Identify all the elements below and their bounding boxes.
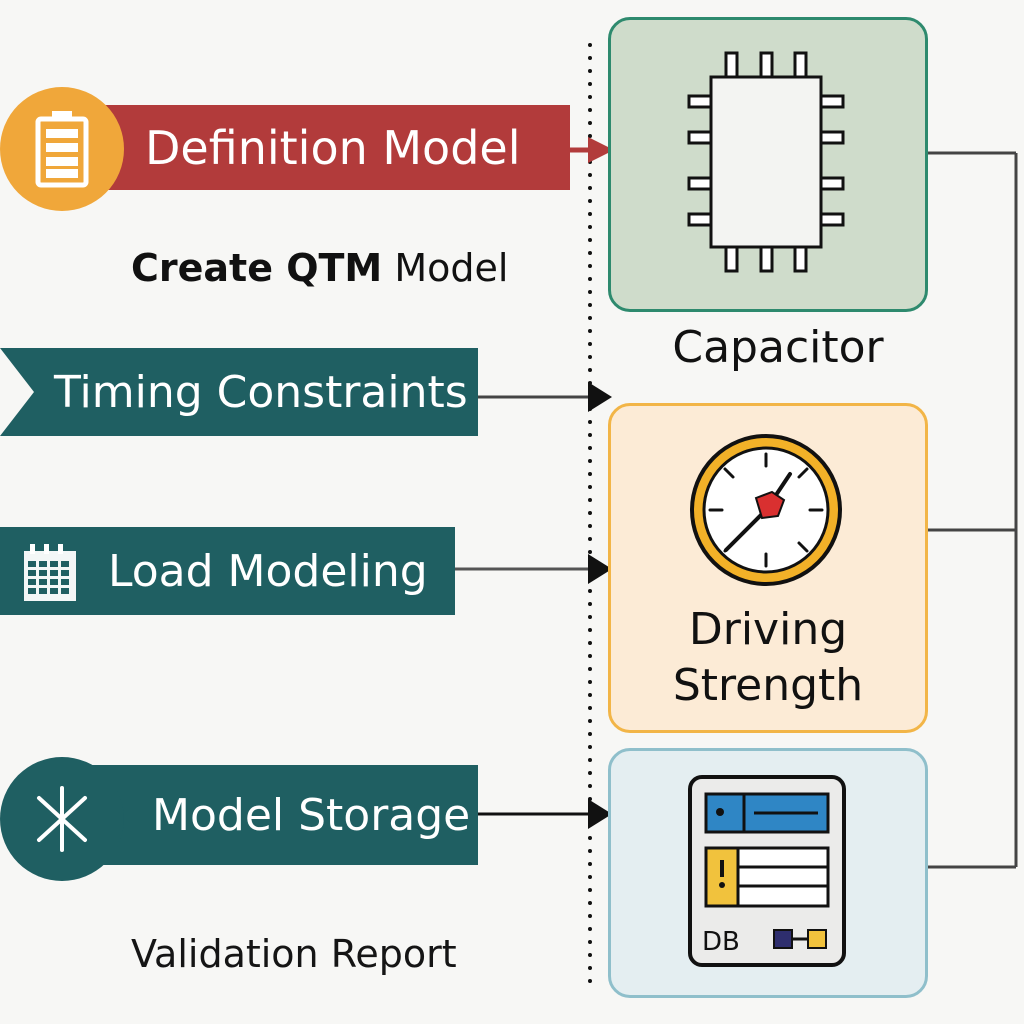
driving-strength-label: Driving Strength [672, 604, 864, 711]
model-storage-icon-circle [0, 757, 124, 881]
definition-model-banner: Definition Model [60, 105, 570, 190]
create-qtm-model-caption: Create QTM Model [131, 246, 508, 290]
create-qtm-bold: Create QTM [131, 246, 383, 290]
battery-icon [35, 111, 89, 188]
calendar-icon [24, 544, 76, 601]
validation-report-caption: Validation Report [131, 932, 457, 976]
definition-model-label: Definition Model [145, 120, 521, 175]
create-qtm-regular: Model [382, 246, 509, 290]
capacitor-label: Capacitor [672, 322, 884, 373]
db-text: DB [702, 927, 740, 957]
model-storage-banner: Model Storage [60, 765, 478, 865]
timing-arrow-head [588, 382, 612, 412]
chip-icon [687, 51, 845, 273]
timing-constraints-banner: Timing Constraints [0, 348, 478, 436]
definition-model-icon-circle [0, 87, 124, 211]
load-modeling-label: Load Modeling [108, 545, 428, 597]
timing-constraints-label: Timing Constraints [54, 366, 468, 418]
clock-icon [690, 434, 842, 586]
asterisk-icon [37, 786, 87, 852]
model-storage-label: Model Storage [152, 789, 471, 841]
database-icon: DB [688, 775, 846, 967]
